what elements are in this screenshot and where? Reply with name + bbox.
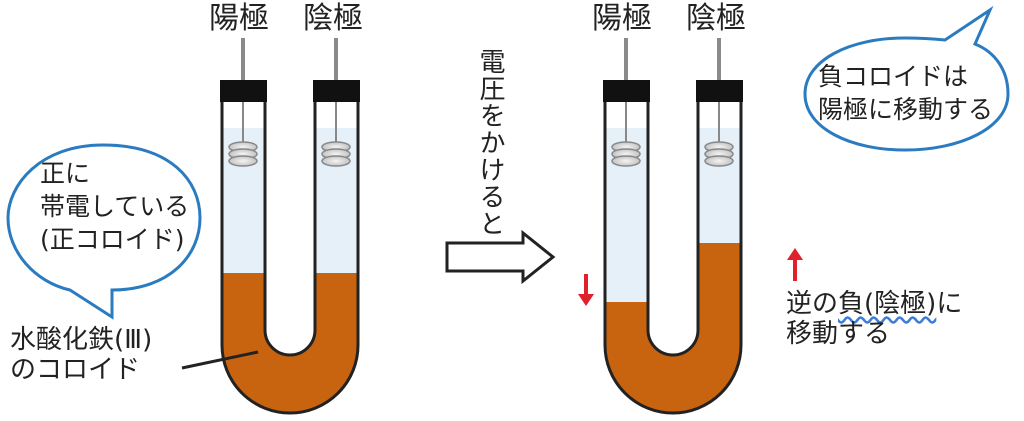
left-bubble-line-1: 正に: [40, 159, 91, 188]
colloid-label: 水酸化鉄(Ⅲ) のコロイド: [10, 325, 152, 385]
left-colloid-liquid: [222, 273, 358, 413]
right-tube-outline: [603, 100, 743, 415]
left-coil-cathode: [321, 141, 351, 167]
move-caption-suffix: に: [936, 289, 963, 319]
voltage-action-label: 電圧をかけると: [475, 48, 505, 237]
right-speech-bubble: [803, 5, 1010, 152]
up-arrow-red: [787, 248, 803, 281]
move-caption-underlined: 負(陰極): [838, 289, 937, 319]
right-anode-label: 陽極: [592, 1, 652, 36]
right-u-tube: [603, 38, 743, 415]
left-coil-anode: [228, 141, 258, 167]
move-caption: 逆の負(陰極)に 移動する: [786, 289, 962, 349]
right-colloid-liquid: [605, 243, 741, 413]
voltage-arrow: [445, 229, 556, 285]
move-caption-line-1: 逆の負(陰極)に: [786, 289, 962, 319]
move-caption-prefix: 逆の: [786, 289, 839, 319]
left-bubble-text: 正に 帯電している (正コロイド): [40, 157, 189, 256]
right-coil-cathode: [704, 141, 734, 167]
colloid-label-line-2: のコロイド: [10, 355, 141, 385]
colloid-pointer-line: [181, 350, 259, 370]
right-coil-anode: [611, 141, 641, 167]
right-cathode-label: 陰極: [686, 1, 746, 36]
down-arrow-red: [578, 274, 594, 306]
left-tube-outline: [220, 100, 360, 415]
left-stopper-cathode: [313, 80, 360, 102]
left-anode-label: 陽極: [209, 1, 269, 36]
left-u-tube: [220, 38, 360, 415]
right-bubble-line-1: 負コロイドは: [818, 62, 969, 91]
left-bubble-line-2: 帯電している: [40, 192, 190, 221]
colloid-label-line-1: 水酸化鉄(Ⅲ): [10, 325, 153, 355]
left-speech-bubble: [6, 143, 202, 320]
right-bubble-line-2: 陽極に移動する: [818, 95, 994, 124]
left-bubble-line-3: (正コロイド): [40, 225, 185, 254]
right-bubble-text: 負コロイドは 陽極に移動する: [818, 60, 993, 126]
move-caption-line-2: 移動する: [786, 319, 891, 349]
right-stopper-anode: [603, 80, 650, 102]
left-stopper-anode: [220, 80, 267, 102]
right-stopper-cathode: [696, 80, 743, 102]
left-cathode-label: 陰極: [303, 1, 363, 36]
